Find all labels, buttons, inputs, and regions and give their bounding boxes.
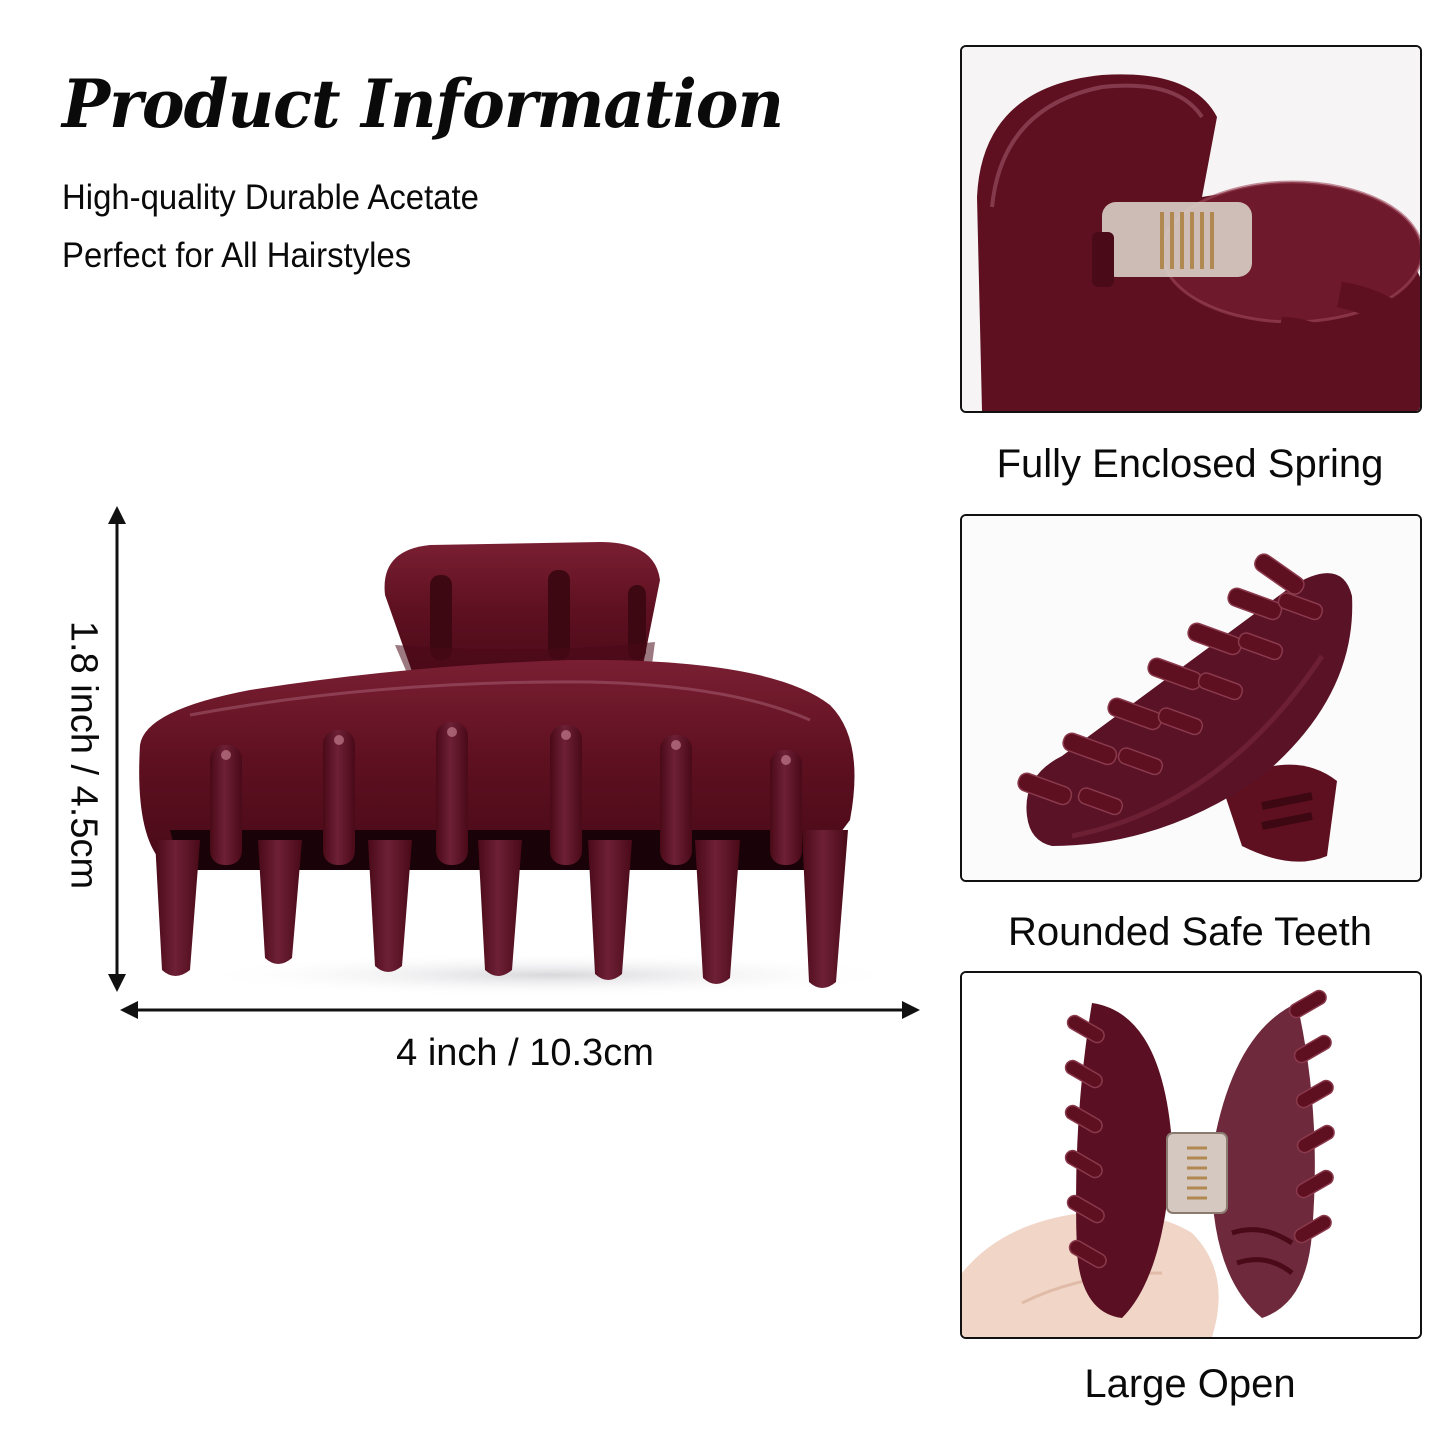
page-title: Product Information <box>62 65 784 143</box>
height-dimension-arrow <box>104 506 130 992</box>
clip-opened-in-hand-image <box>962 973 1420 1337</box>
caption-teeth: Rounded Safe Teeth <box>1007 910 1372 954</box>
feature-line-material: High-quality Durable Acetate <box>62 178 479 217</box>
height-dimension-label: 1.8 inch / 4.5cm <box>62 620 105 890</box>
panel-teeth-side <box>960 514 1422 882</box>
panel-large-open <box>960 971 1422 1339</box>
width-dimension-arrow <box>120 998 920 1022</box>
panel-spring-closeup <box>960 45 1422 413</box>
teeth-side-view-image <box>962 516 1420 880</box>
width-dimension-label: 4 inch / 10.3cm <box>396 1032 654 1074</box>
main-product-image <box>130 530 920 1000</box>
caption-large-open: Large Open <box>1084 1362 1296 1406</box>
caption-spring: Fully Enclosed Spring <box>996 442 1384 486</box>
spring-closeup-image <box>962 47 1420 411</box>
feature-line-hairstyles: Perfect for All Hairstyles <box>62 236 412 275</box>
